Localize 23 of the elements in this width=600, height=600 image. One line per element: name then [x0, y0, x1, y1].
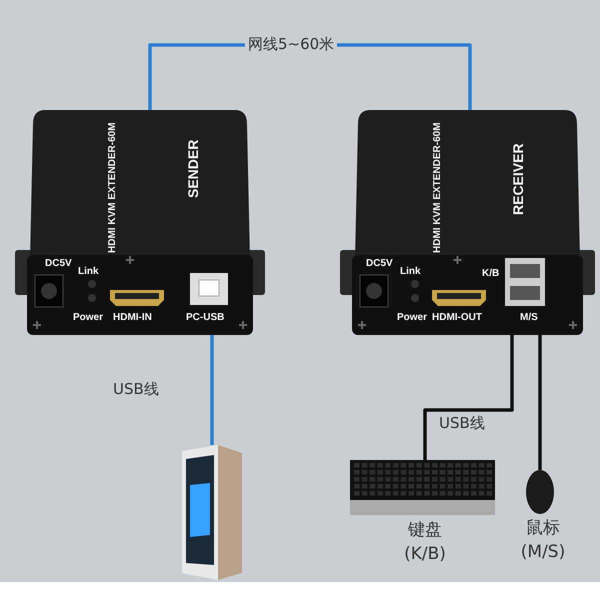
port-label: Power: [397, 312, 428, 323]
cable: [423, 335, 514, 460]
port-label: K/B: [482, 268, 500, 279]
device-caption: 键盘: [407, 520, 443, 540]
edge-label: 网线5~60米: [245, 35, 338, 54]
port-label: DC5V: [366, 258, 393, 269]
port-label: PC-USB: [186, 312, 224, 323]
port-label: HDMI-IN: [113, 312, 152, 323]
product-label: HDMI KVM EXTENDER-60M: [107, 122, 118, 253]
device-caption: (M/S): [520, 542, 566, 562]
device-caption: (K/B): [403, 544, 447, 564]
device-caption: 鼠标: [525, 518, 561, 538]
port-label: M/S: [520, 312, 538, 323]
cable: [210, 335, 214, 445]
port-label: Link: [400, 266, 421, 277]
cable: [538, 335, 542, 470]
product-label: HDMI KVM EXTENDER-60M: [432, 122, 443, 253]
device-role-label: RECEIVER: [510, 143, 526, 215]
port-label: HDMI-OUT: [432, 312, 482, 323]
device-role-label: SENDER: [185, 140, 201, 198]
port-label: DC5V: [45, 258, 72, 269]
port-label: Link: [78, 266, 99, 277]
port-label: Power: [73, 312, 104, 323]
